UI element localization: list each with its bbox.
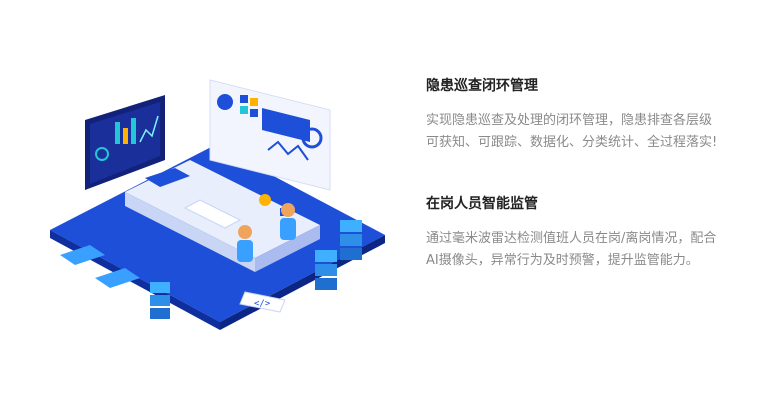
laptop-screen bbox=[145, 168, 190, 187]
avatar-icon bbox=[217, 94, 233, 110]
floor-device-1 bbox=[60, 245, 105, 265]
donut-chart-mark bbox=[301, 127, 323, 149]
bar-mark-1 bbox=[115, 122, 120, 144]
grid-cell-4 bbox=[250, 109, 258, 117]
pie-chart-mark bbox=[259, 194, 271, 206]
operator-head-2 bbox=[281, 203, 295, 217]
feature-description: 通过毫米波雷达检测值班人员在岗/离岗情况，配合AI摄像头，异常行为及时预警，提升… bbox=[426, 231, 717, 268]
server-rack-right bbox=[315, 220, 362, 290]
grid-cell-2 bbox=[250, 98, 258, 106]
gauge-chart-mark bbox=[95, 147, 109, 161]
operator-head-1 bbox=[238, 225, 252, 239]
operator-body-2 bbox=[280, 218, 296, 240]
feature-description: 实现隐患巡查及处理的闭环管理，隐患排查各层级可获知、可跟踪、数据化、分类统计、全… bbox=[426, 113, 718, 150]
code-tag-card bbox=[239, 291, 286, 313]
grid-cell-3 bbox=[240, 106, 248, 114]
bar-mark-3 bbox=[131, 118, 136, 144]
code-tag-label: </> bbox=[254, 299, 271, 309]
operator-body-1 bbox=[237, 240, 253, 262]
desk-tablet bbox=[183, 199, 242, 229]
bar-mark-2 bbox=[123, 128, 128, 144]
trend-line bbox=[267, 140, 309, 161]
feature-title: 在岗人员智能监管 bbox=[426, 196, 538, 212]
smart-control-room-illustration: </> bbox=[40, 50, 390, 330]
platform-top bbox=[125, 160, 320, 258]
panel-banner bbox=[262, 108, 310, 142]
platform-side-right bbox=[255, 225, 320, 272]
grid-cell-1 bbox=[240, 95, 248, 103]
line-mark bbox=[139, 115, 159, 143]
floor-device-2 bbox=[95, 268, 140, 288]
feature-hazard-patrol: 隐患巡查闭环管理 实现隐患巡查及处理的闭环管理，隐患排查各层级可获知、可跟踪、数… bbox=[426, 76, 726, 154]
server-rack-left bbox=[150, 282, 170, 319]
feature-onduty-supervision: 在岗人员智能监管 通过毫米波雷达检测值班人员在岗/离岗情况，配合AI摄像头，异常… bbox=[426, 194, 726, 272]
isometric-scene: </> bbox=[50, 79, 385, 330]
feature-title: 隐患巡查闭环管理 bbox=[426, 78, 538, 94]
platform-side-left bbox=[125, 192, 255, 272]
features-list: 隐患巡查闭环管理 实现隐患巡查及处理的闭环管理，隐患排查各层级可获知、可跟踪、数… bbox=[426, 76, 726, 272]
